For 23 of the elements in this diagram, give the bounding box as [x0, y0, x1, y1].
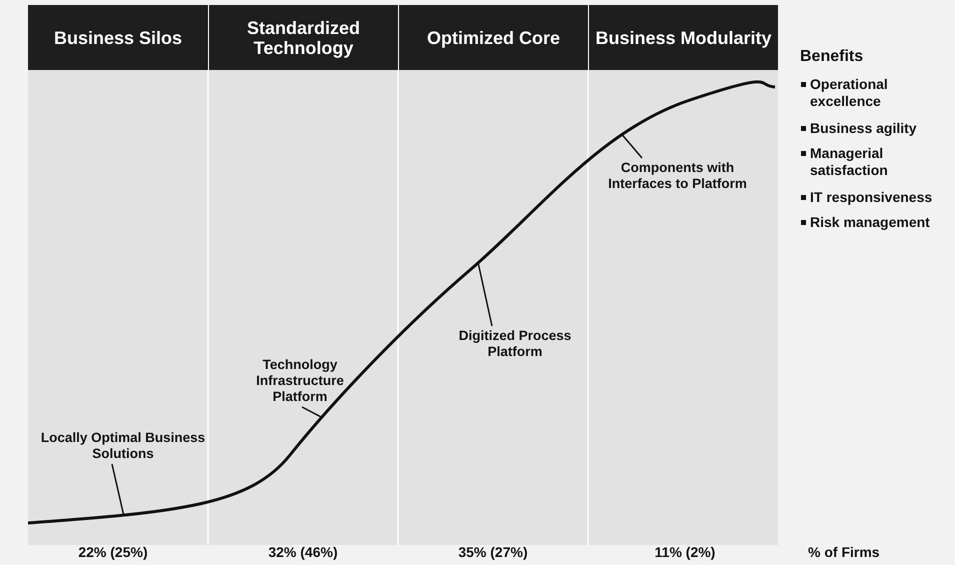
- firm-percentage: 32% (46%): [267, 544, 339, 561]
- benefit-item: Operational excellence: [800, 76, 940, 110]
- axis-label: % of Firms: [808, 544, 881, 561]
- leader-line: [302, 406, 322, 418]
- column-header: Optimized Core: [398, 5, 588, 70]
- leader-line: [621, 134, 643, 158]
- leader-line: [111, 464, 124, 516]
- benefits-heading: Benefits: [800, 48, 864, 65]
- stage-label: Locally Optimal Business Solutions: [38, 430, 208, 462]
- column-header: Standardized Technology: [208, 5, 398, 70]
- column-header: Business Modularity: [588, 5, 778, 70]
- leader-line: [477, 262, 493, 326]
- firm-percentage: 35% (27%): [457, 544, 529, 561]
- firm-percentage: 22% (25%): [77, 544, 149, 561]
- benefit-item: Business agility: [800, 120, 940, 137]
- benefit-item: Risk management: [800, 214, 940, 231]
- benefit-item: IT responsiveness: [800, 189, 940, 206]
- stage-label: Components with Interfaces to Platform: [605, 160, 750, 192]
- stage-label: Technology Infrastructure Platform: [235, 357, 365, 405]
- firm-percentage: 11% (2%): [654, 544, 716, 561]
- stage-label: Digitized Process Platform: [430, 328, 600, 360]
- column-header: Business Silos: [28, 5, 208, 70]
- benefit-item: Managerial satisfaction: [800, 145, 940, 179]
